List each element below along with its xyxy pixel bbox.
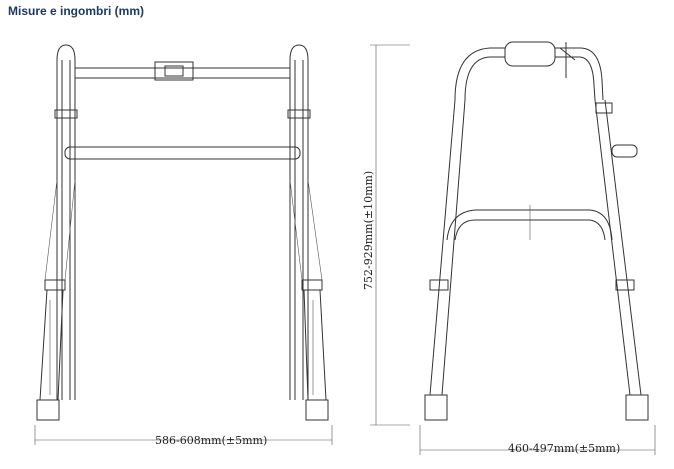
side-depth-dimension: 460-497mm(±5mm) [508, 442, 620, 455]
height-dimension: 752-929mm(±10mm) [362, 171, 375, 290]
front-view [34, 44, 333, 445]
front-width-dimension: 586-608mm(±5mm) [155, 434, 267, 447]
side-view [419, 41, 656, 455]
section-title: Misure e ingombri (mm) [8, 4, 145, 18]
